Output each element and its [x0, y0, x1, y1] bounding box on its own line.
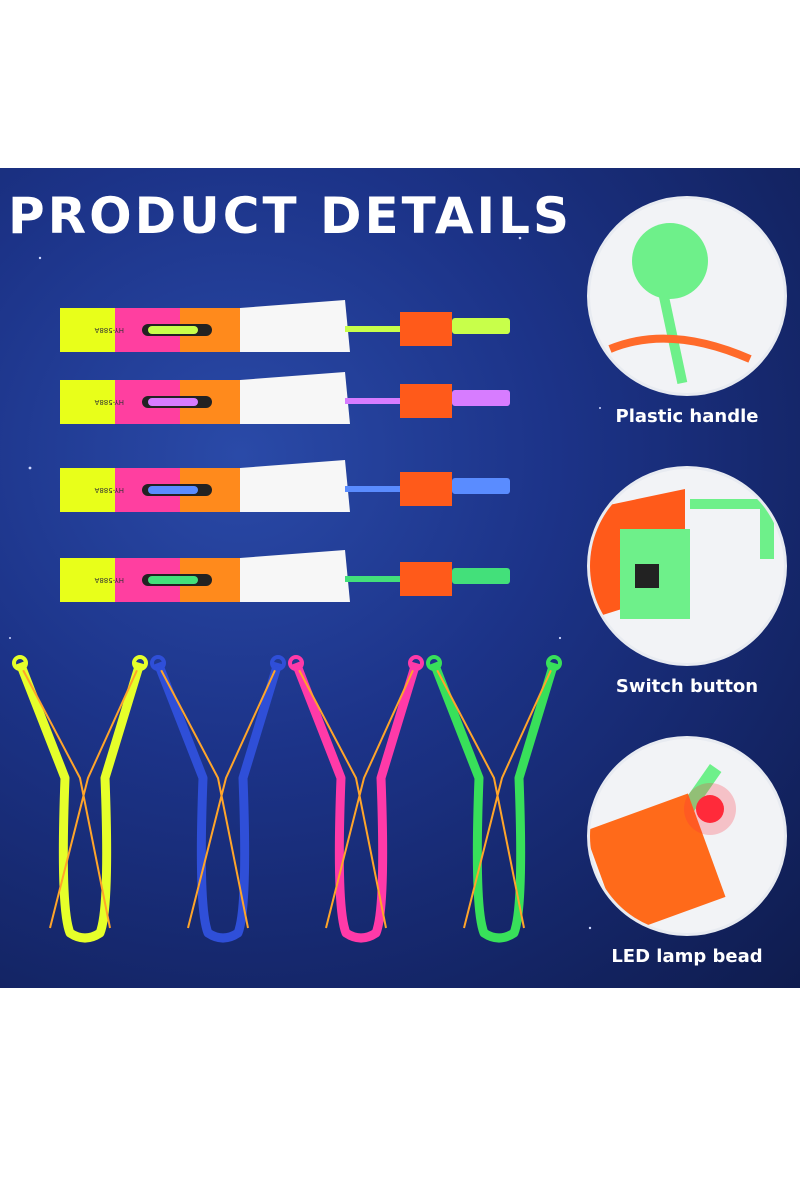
slingshot	[288, 655, 424, 943]
model-label: HY-588A	[94, 398, 124, 406]
starry-background	[9, 207, 601, 930]
copter-strip: HY-588A	[60, 372, 510, 424]
detail-led-lamp-bead: LED lamp bead	[582, 736, 792, 968]
detail-switch-button: Switch button	[582, 466, 792, 698]
slingshot	[150, 655, 286, 943]
detail-caption: Switch button	[615, 676, 759, 697]
detail-circle	[587, 736, 787, 936]
product-panel: PRODUCT DETAILS HY-588A HY-588A	[0, 168, 800, 988]
plastic-handle-icon	[608, 223, 752, 385]
detail-circle	[587, 466, 787, 666]
copter-strips: HY-588A HY-588A HY-588A	[60, 300, 510, 602]
copter-strip: HY-588A	[60, 300, 510, 352]
model-label: HY-588A	[94, 576, 124, 584]
slingshots	[12, 655, 562, 943]
slingshot	[12, 655, 148, 943]
detail-circle	[587, 196, 787, 396]
detail-caption: Plastic handle	[615, 406, 759, 427]
copter-strip: HY-588A	[60, 460, 510, 512]
copter-strip: HY-588A	[60, 550, 510, 602]
model-label: HY-588A	[94, 486, 124, 494]
switch-button-icon	[590, 489, 780, 619]
slingshot	[426, 655, 562, 943]
led-lamp-bead-icon	[590, 764, 736, 933]
page-title: PRODUCT DETAILS	[8, 187, 573, 245]
detail-plastic-handle: Plastic handle	[582, 196, 792, 428]
model-label: HY-588A	[94, 326, 124, 334]
detail-caption: LED lamp bead	[611, 946, 763, 967]
